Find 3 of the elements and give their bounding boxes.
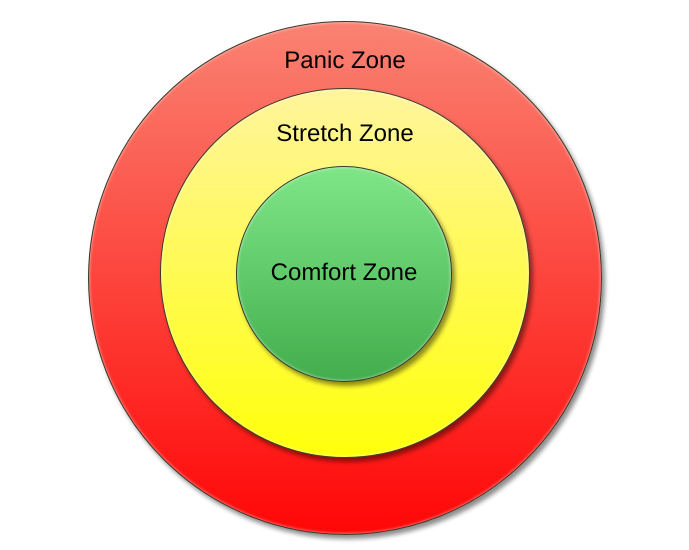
zone-label: Panic Zone <box>284 47 406 75</box>
zone-label: Comfort Zone <box>270 259 418 287</box>
zone-label: Stretch Zone <box>276 120 414 148</box>
